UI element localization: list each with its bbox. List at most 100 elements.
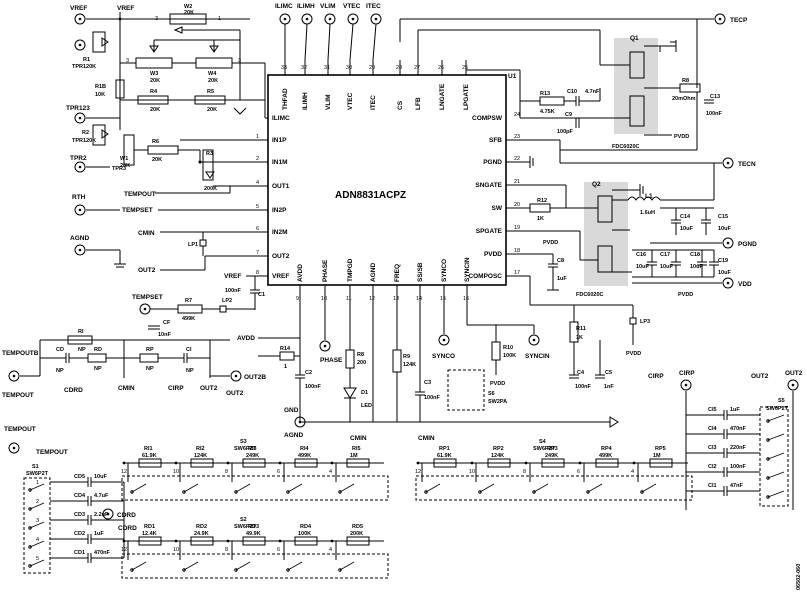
cap-label-cd5: CD5 [74,474,85,480]
svg-text:4: 4 [329,547,332,553]
pin-num-sfb: 23 [514,134,520,140]
svg-text:1: 1 [36,480,39,486]
phase-label: PHASE [320,357,343,364]
s3-switch-body [121,475,389,501]
pin-num-itec: 29 [369,65,375,71]
pgnd-label: PGND [738,241,757,248]
pin-num-spgate: 19 [514,225,520,231]
pin-name-spgate: SPGATE [476,228,503,235]
rp-value: NP [146,366,154,372]
pin-name-tmpgd: TMPGD [347,258,354,282]
pin-name-vtec: VTEC [347,92,354,110]
res-value-rp3: 249K [545,453,558,459]
out2-label-right2: OUT2 [751,373,769,380]
cap-label-cd4: CD4 [74,493,86,499]
pin-num-composc: 17 [514,270,520,276]
res-value-rd1: 12.4K [142,531,157,537]
r5-value: 20K [207,107,217,113]
s6-part: SW2PA [488,399,507,405]
cf-label: CF [163,320,171,326]
w2-label: W2 [184,4,192,10]
figure-id: 06502-060 [796,564,802,590]
pin-name-ilimh: ILIMH [302,92,309,110]
output-capacitors: C1410uFC1510uFC1610uFC1710uFC1810uFC1910… [632,207,731,278]
cap-label-ci5: CI5 [708,407,717,413]
tpr120k-label: TPR120K [72,64,96,70]
rp-label: RP [146,347,154,353]
c10-value: 4.7nF [585,89,600,95]
svg-text:12: 12 [121,547,127,553]
svg-text:5: 5 [36,556,39,562]
cap-label-c19: C19 [718,258,728,264]
bank-s4: S4SW6P2TRP161.9K12RP2124K10RP3249K8RP449… [415,439,693,501]
resistor-rp1 [433,458,457,468]
lp2-label: LP2 [222,298,232,304]
ic-designator: U1 [508,73,517,80]
pin-name-compsw: COMPSW [472,115,503,122]
pid-network: TEMPOUTB TEMPOUT RI NP CD NP RD NP CDRD … [2,320,266,399]
out2-label-pid: OUT2 [200,385,218,392]
tempset-label-left: TEMPSET [122,207,153,214]
pin-name-vlim: VLIM [325,94,332,110]
pin-name-thfad: THFAD [282,88,289,110]
pvdd-label-c8: PVDD [543,240,558,246]
tecp-label: TECP [730,17,748,24]
r1b-value: 10K [95,92,105,98]
resistor-rp2 [487,458,511,468]
pin-name-pvdd: PVDD [484,251,502,258]
res-label-ri1: RI1 [144,446,153,452]
c13-label: C13 [710,94,720,100]
pvdd-label-r10: PVDD [490,381,505,387]
resistor-rd4 [294,536,318,546]
resistor-rp5 [649,458,673,468]
w4-value: 20K [208,78,218,84]
bank-s3: S3SW6P2TRI161.9K12RI2124K10RI3249K8RI449… [121,439,389,501]
pin-name-ilimc: ILIMC [272,115,290,122]
ri-value: NP [78,347,86,353]
r7-label: R7 [185,298,192,304]
resistor-rd3 [242,536,266,546]
r12-label: R12 [537,198,547,204]
resistor-ri5 [346,458,370,468]
pin-num-out2: 7 [256,250,259,256]
pin-num-vtec: 30 [346,65,352,71]
svg-text:8: 8 [225,547,228,553]
res-value-ri3: 249K [246,453,259,459]
cf-value: 10nF [158,332,171,338]
res-value-ri5: 1M [350,453,358,459]
cd-value: NP [56,368,64,374]
pin-num-compsw: 24 [514,112,520,118]
w4-label: W4 [208,71,217,77]
ic-part-number: ADN8831ACPZ [335,190,406,201]
s6-label: S6 [488,391,495,397]
pvdd-label-q1: PVDD [674,134,689,140]
r14-value: 1 [284,364,287,370]
c3-label: C3 [424,380,431,386]
cdrd-label-bank: CDRD [117,512,136,519]
cmin-label-bank-1: CMIN [350,435,367,442]
cap-label-c18: C18 [690,252,700,258]
s3-label: S3 [240,439,247,445]
pin-num-ilimh: 32 [301,65,307,71]
cap-value-c16: 10uF [636,264,649,270]
cap-value-cd5: 10uF [94,474,107,480]
pin-name-out2: OUT2 [272,253,290,260]
tpr3-label: TPR3 [112,166,126,172]
res-label-rd2: RD2 [196,524,207,530]
c8-value: 1uF [557,276,567,282]
tpr123-label: TPR123 [66,105,90,112]
svg-text:2: 2 [36,499,39,505]
cd-label: CD [56,347,64,353]
pin-num-vref: 8 [256,270,259,276]
res-label-rp1: RP1 [439,446,450,452]
svg-text:4: 4 [36,537,39,543]
pin-num-lngate: 26 [438,65,444,71]
cap-label-c15: C15 [718,214,728,220]
pin-name-freq: FREQ [394,264,401,282]
svg-text:6: 6 [577,469,580,475]
svg-text:6: 6 [277,547,280,553]
res-value-rp4: 499K [599,453,612,459]
pin-num-phase: 10 [321,296,327,302]
d1-label: D1 [361,390,368,396]
